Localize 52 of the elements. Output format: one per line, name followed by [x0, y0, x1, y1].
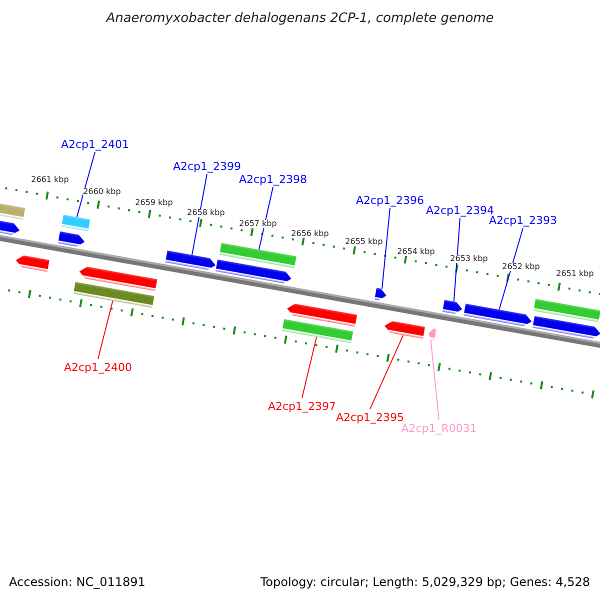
- footer-text: Topology: circular; Length: 5,029,329 bp; Genes: 4,528: [260, 576, 590, 588]
- gene-feature: [464, 304, 532, 326]
- scale-label: 2652 kbp: [502, 263, 540, 272]
- leader-line: [382, 208, 390, 290]
- leader-line: [453, 218, 460, 302]
- gene-label: A2cp1_2400: [64, 362, 132, 373]
- gene-feature: [442, 300, 462, 314]
- gene-bar: [282, 319, 354, 344]
- scale-label: 2651 kbp: [556, 270, 594, 278]
- gene-bar: [61, 214, 90, 232]
- scale-label: 2657 kbp: [239, 220, 277, 228]
- gene-feature: [216, 260, 292, 284]
- scale-label: 2661 kbp: [31, 176, 69, 184]
- gene-feature: [165, 250, 216, 270]
- gene-bar: [534, 298, 600, 322]
- gene-label: A2cp1_2399: [172, 160, 242, 172]
- scale-label: 2658 kbp: [187, 209, 225, 218]
- scale-label: 2654 kbp: [397, 248, 435, 256]
- leader-line: [258, 186, 274, 250]
- gene-label: A2cp1_2393: [488, 214, 558, 226]
- scale-label: 2660 kbp: [83, 188, 121, 196]
- leader-line: [498, 228, 524, 310]
- gene-label: A2cp1_2396: [356, 194, 424, 206]
- gene-feature: [374, 288, 386, 300]
- gene-label: A2cp1_R0031: [401, 422, 477, 434]
- gene-bar: [219, 242, 296, 268]
- gene-feature: [428, 328, 436, 341]
- gene-feature: [79, 266, 158, 292]
- gene-label: A2cp1_2394: [426, 204, 494, 216]
- gene-feature: [384, 321, 425, 339]
- gene-feature: [0, 219, 20, 235]
- gene-label: A2cp1_2397: [268, 400, 336, 412]
- leader-line: [98, 300, 114, 360]
- gene-feature: [58, 231, 85, 247]
- gene-label: A2cp1_2395: [336, 412, 404, 423]
- gene-label: A2cp1_2401: [60, 138, 130, 150]
- scale-label: 2656 kbp: [291, 230, 329, 238]
- gene-label: A2cp1_2398: [238, 174, 308, 185]
- leader-line: [370, 334, 404, 410]
- scale-label: 2655 kbp: [345, 238, 383, 246]
- gene-feature: [532, 316, 600, 338]
- scale-label: 2653 kbp: [450, 255, 488, 264]
- gene-bar: [73, 282, 154, 308]
- footer-text: Accession: NC_011891: [9, 576, 146, 588]
- leader-line: [302, 336, 318, 398]
- gene-feature: [287, 304, 358, 327]
- leader-line: [192, 174, 208, 256]
- gene-feature: [16, 255, 50, 272]
- leader-line: [76, 152, 96, 218]
- title: Anaeromyxobacter dehalogenans 2CP-1, complete genome: [106, 12, 494, 25]
- leader-line: [430, 340, 440, 420]
- scale-label: 2659 kbp: [135, 199, 173, 208]
